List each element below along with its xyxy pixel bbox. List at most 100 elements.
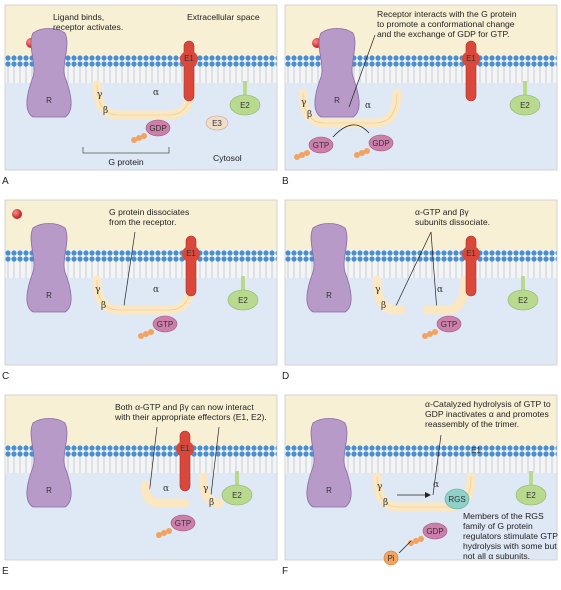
rgs-note-line: not all α subunits. bbox=[463, 551, 530, 561]
beta-subunit: β bbox=[383, 498, 388, 508]
rgs-note-line: hydrolysis with some but bbox=[463, 541, 557, 551]
callout-line-left bbox=[148, 426, 158, 496]
alpha-subunit: α bbox=[437, 285, 443, 295]
receptor-label: R bbox=[334, 96, 340, 105]
gprotein-outline bbox=[302, 92, 398, 124]
effector-e1-head bbox=[462, 51, 480, 67]
gtp-body bbox=[170, 514, 196, 532]
beta-gamma-dimer bbox=[372, 275, 406, 315]
effector-e1-head bbox=[180, 51, 198, 67]
gtp-phosphate bbox=[299, 152, 305, 158]
effector-e1-label: E1 bbox=[180, 444, 190, 453]
caption-line: α-GTP and βγ bbox=[415, 207, 469, 217]
effector-e2-anchor bbox=[235, 471, 239, 485]
gdp-phosphate bbox=[418, 536, 424, 542]
beta-subunit: β bbox=[103, 106, 108, 116]
extracellular-label: Extracellular space bbox=[187, 12, 260, 22]
beta-subunit: β bbox=[307, 110, 312, 120]
effector-e2-anchor bbox=[243, 81, 247, 95]
gtp-phosphate bbox=[143, 331, 149, 337]
receptor-label: R bbox=[46, 291, 52, 300]
exchange-arrow bbox=[332, 124, 370, 138]
gdp-phosphate bbox=[364, 148, 370, 154]
effector-e2 bbox=[507, 289, 539, 311]
effector-e2-label: E2 bbox=[232, 491, 242, 500]
effector-e2-anchor bbox=[241, 276, 245, 290]
panel-letter: E bbox=[2, 566, 9, 577]
gdp-phosphate bbox=[359, 150, 365, 156]
gdp-phosphate bbox=[408, 540, 414, 546]
gdp-phosphate bbox=[354, 152, 360, 158]
effector-e3 bbox=[205, 115, 229, 131]
receptor-label: R bbox=[46, 96, 52, 105]
alpha-gtp-complex bbox=[140, 480, 190, 508]
effector-e1-label: E1 bbox=[184, 54, 194, 63]
effector-e2-label: E2 bbox=[520, 101, 530, 110]
effector-e1 bbox=[185, 235, 197, 297]
receptor-label: R bbox=[326, 291, 332, 300]
alpha-subunit: α bbox=[433, 480, 439, 490]
rgs-label: RGS bbox=[448, 495, 465, 504]
gtp-phosphate bbox=[422, 333, 428, 339]
receptor bbox=[26, 28, 72, 118]
caption-line: G protein dissociates bbox=[109, 207, 189, 217]
caption-line: and the exchange of GDP for GTP. bbox=[377, 29, 510, 39]
gtp-phosphate bbox=[166, 528, 172, 534]
rgs-note-line: Members of the RGS bbox=[463, 511, 544, 521]
receptor-label: R bbox=[326, 486, 332, 495]
caption: Ligand binds,receptor activates. bbox=[53, 12, 123, 32]
effector-e2 bbox=[221, 484, 253, 506]
alpha-subunit: α bbox=[153, 285, 159, 295]
gamma-subunit: γ bbox=[301, 98, 306, 108]
effector-e2 bbox=[515, 484, 547, 506]
receptor bbox=[26, 418, 72, 508]
gdp-label: GDP bbox=[372, 139, 389, 148]
caption-line: α-Catalyzed hydrolysis of GTP to bbox=[425, 399, 551, 409]
rgs-protein bbox=[444, 488, 470, 510]
hydrolysis-arrow bbox=[398, 540, 412, 554]
effector-e1-head bbox=[176, 441, 194, 457]
caption-line: to promote a conformational change bbox=[377, 19, 515, 29]
callout-line bbox=[348, 34, 376, 108]
reassembly-arrowhead bbox=[425, 492, 431, 498]
effector-e1 bbox=[465, 40, 477, 102]
caption-line: receptor activates. bbox=[53, 22, 123, 32]
caption-line: Receptor interacts with the G protein bbox=[377, 9, 517, 19]
gtp-phosphate bbox=[432, 329, 438, 335]
effector-e2-label: E2 bbox=[518, 296, 528, 305]
effector-e2-anchor bbox=[529, 471, 533, 485]
beta-gamma-complex bbox=[198, 472, 224, 508]
effector-e1 bbox=[183, 40, 195, 102]
caption-line: Both α-GTP and βγ can now interact bbox=[115, 402, 254, 412]
panel-letter: A bbox=[2, 176, 9, 187]
gdp-phosphate bbox=[141, 133, 147, 139]
alpha-subunit: α bbox=[153, 88, 159, 98]
gamma-subunit: γ bbox=[203, 484, 208, 494]
gdp-phosphate bbox=[136, 135, 142, 141]
receptor-label: R bbox=[46, 486, 52, 495]
panel-letter: F bbox=[282, 566, 288, 577]
gtp-label: GTP bbox=[175, 519, 191, 528]
callout-line-left bbox=[392, 231, 432, 313]
callout-line-right bbox=[430, 231, 438, 313]
gtp-body bbox=[308, 136, 334, 154]
effector-e1-label: E1 bbox=[466, 249, 476, 258]
effector-e1-head bbox=[462, 246, 480, 262]
callout-line bbox=[432, 434, 442, 496]
gprotein-label: G protein bbox=[108, 157, 144, 167]
effector-e1-head bbox=[182, 246, 200, 262]
alpha-subunit: α bbox=[365, 101, 371, 111]
effector-e2-label: E2 bbox=[240, 101, 250, 110]
caption-line: from the receptor. bbox=[109, 217, 176, 227]
gdp-phosphate bbox=[413, 538, 419, 544]
rgs-note-line: family of G protein bbox=[463, 521, 533, 531]
phosphate-label: Pi bbox=[387, 554, 394, 563]
gprotein-bracket bbox=[82, 147, 170, 154]
alpha-subunit-body bbox=[422, 275, 470, 315]
